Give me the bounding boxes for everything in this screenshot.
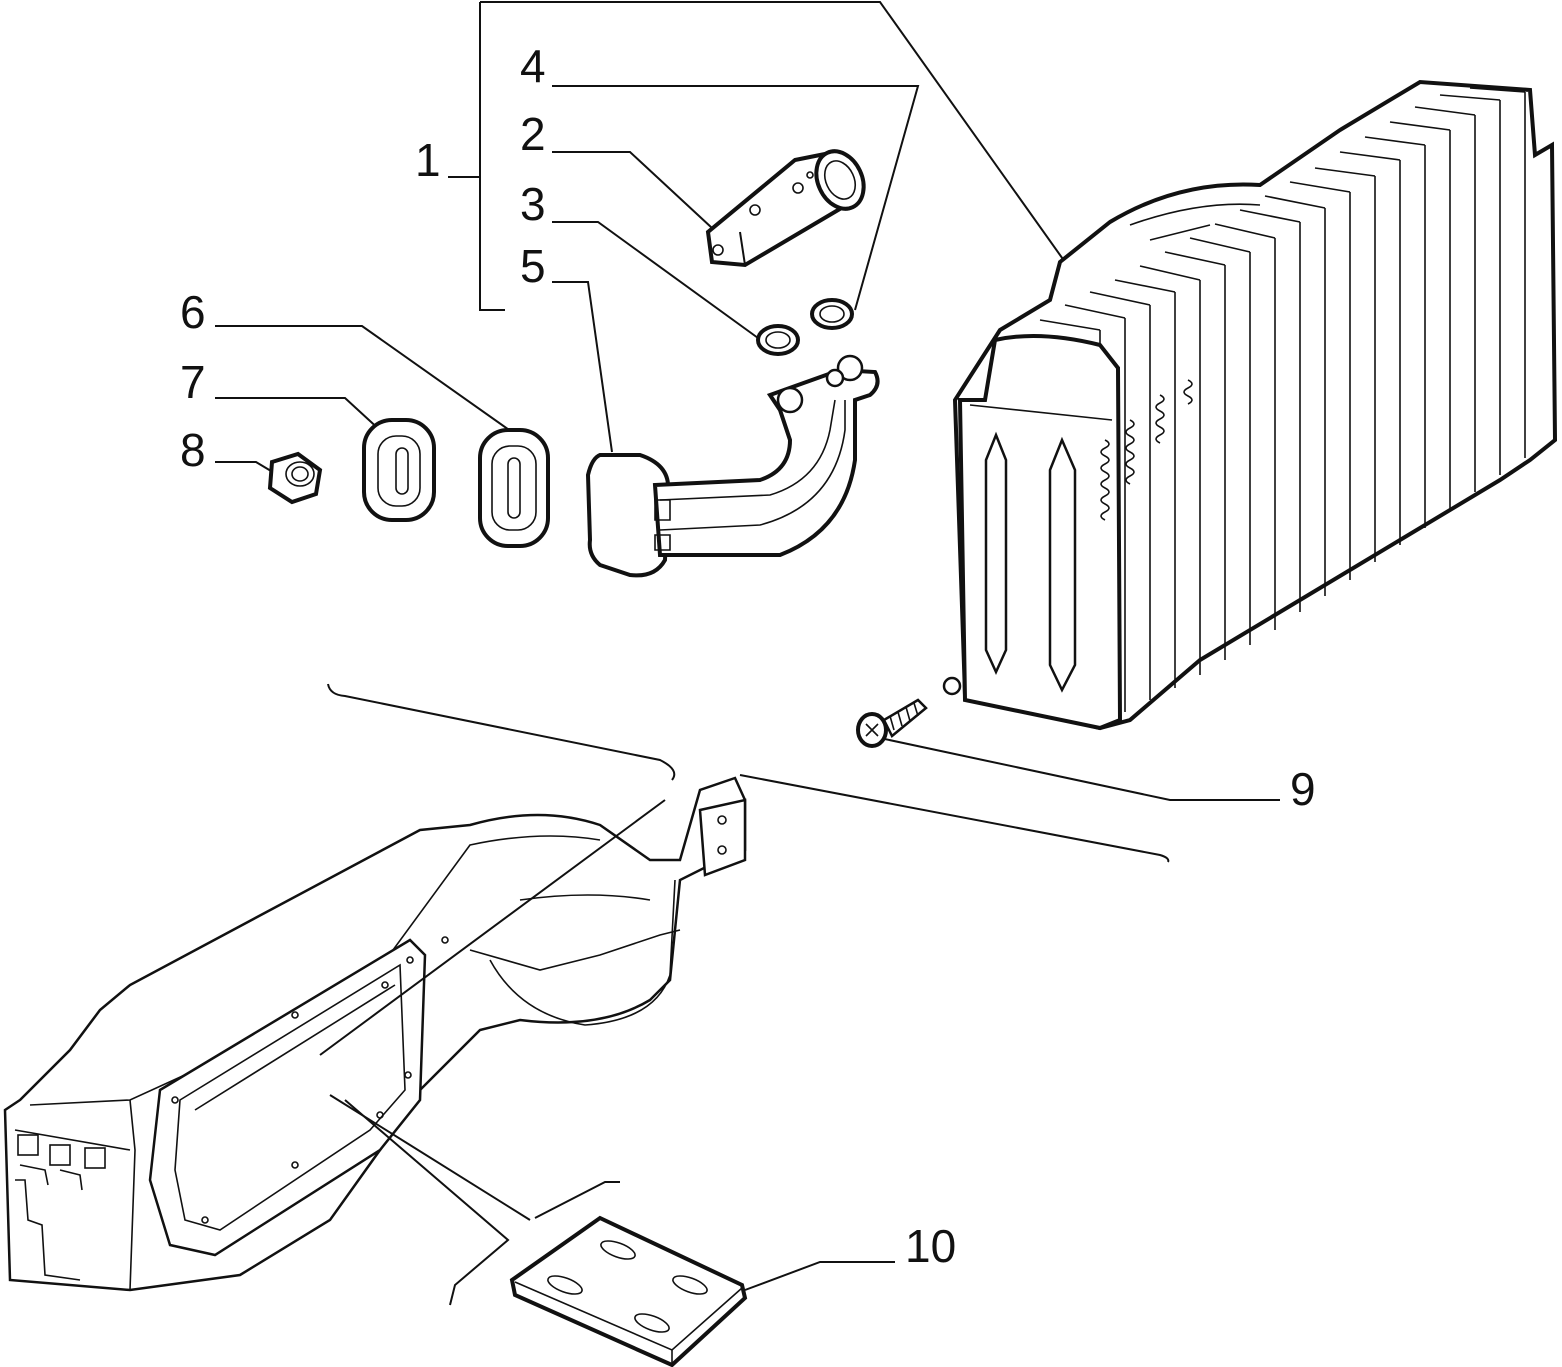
leader-9 xyxy=(879,737,1280,801)
housing xyxy=(3,776,747,1306)
leader-5 xyxy=(552,281,613,453)
callout-4: 4 xyxy=(520,40,546,92)
callout-3: 3 xyxy=(520,178,546,230)
leader-4 xyxy=(552,85,920,311)
pipe-assembly xyxy=(585,354,880,578)
leader-10 xyxy=(744,1261,895,1291)
callout-1: 1 xyxy=(415,134,441,186)
callout-8: 8 xyxy=(180,424,206,476)
callout-9: 9 xyxy=(1290,763,1316,815)
o-rings xyxy=(756,298,854,356)
leader-3 xyxy=(552,221,759,339)
leader-7 xyxy=(215,397,383,433)
leader-lines xyxy=(215,0,1280,1291)
leader-2 xyxy=(552,151,713,229)
grommet-6 xyxy=(478,428,550,548)
bracket-1 xyxy=(479,2,505,311)
callout-5: 5 xyxy=(520,240,546,292)
leader-8 xyxy=(215,461,277,475)
callout-labels: 1 2 3 4 5 6 7 8 9 10 xyxy=(180,40,1316,1272)
o-ring-4 xyxy=(810,298,854,330)
callout-10: 10 xyxy=(905,1220,956,1272)
section-lines xyxy=(327,683,1170,863)
nut-8 xyxy=(267,451,323,505)
grommet-7 xyxy=(362,418,436,522)
callout-6: 6 xyxy=(180,286,206,338)
pad-10 xyxy=(509,1215,748,1367)
leader-1-to-evaporator xyxy=(480,0,1066,263)
expansion-valve xyxy=(705,149,866,268)
leader-6 xyxy=(215,325,513,433)
callout-2: 2 xyxy=(520,108,546,160)
o-ring-3 xyxy=(756,324,800,356)
screw-9 xyxy=(856,698,928,748)
evaporator xyxy=(942,79,1558,731)
callout-7: 7 xyxy=(180,356,206,408)
